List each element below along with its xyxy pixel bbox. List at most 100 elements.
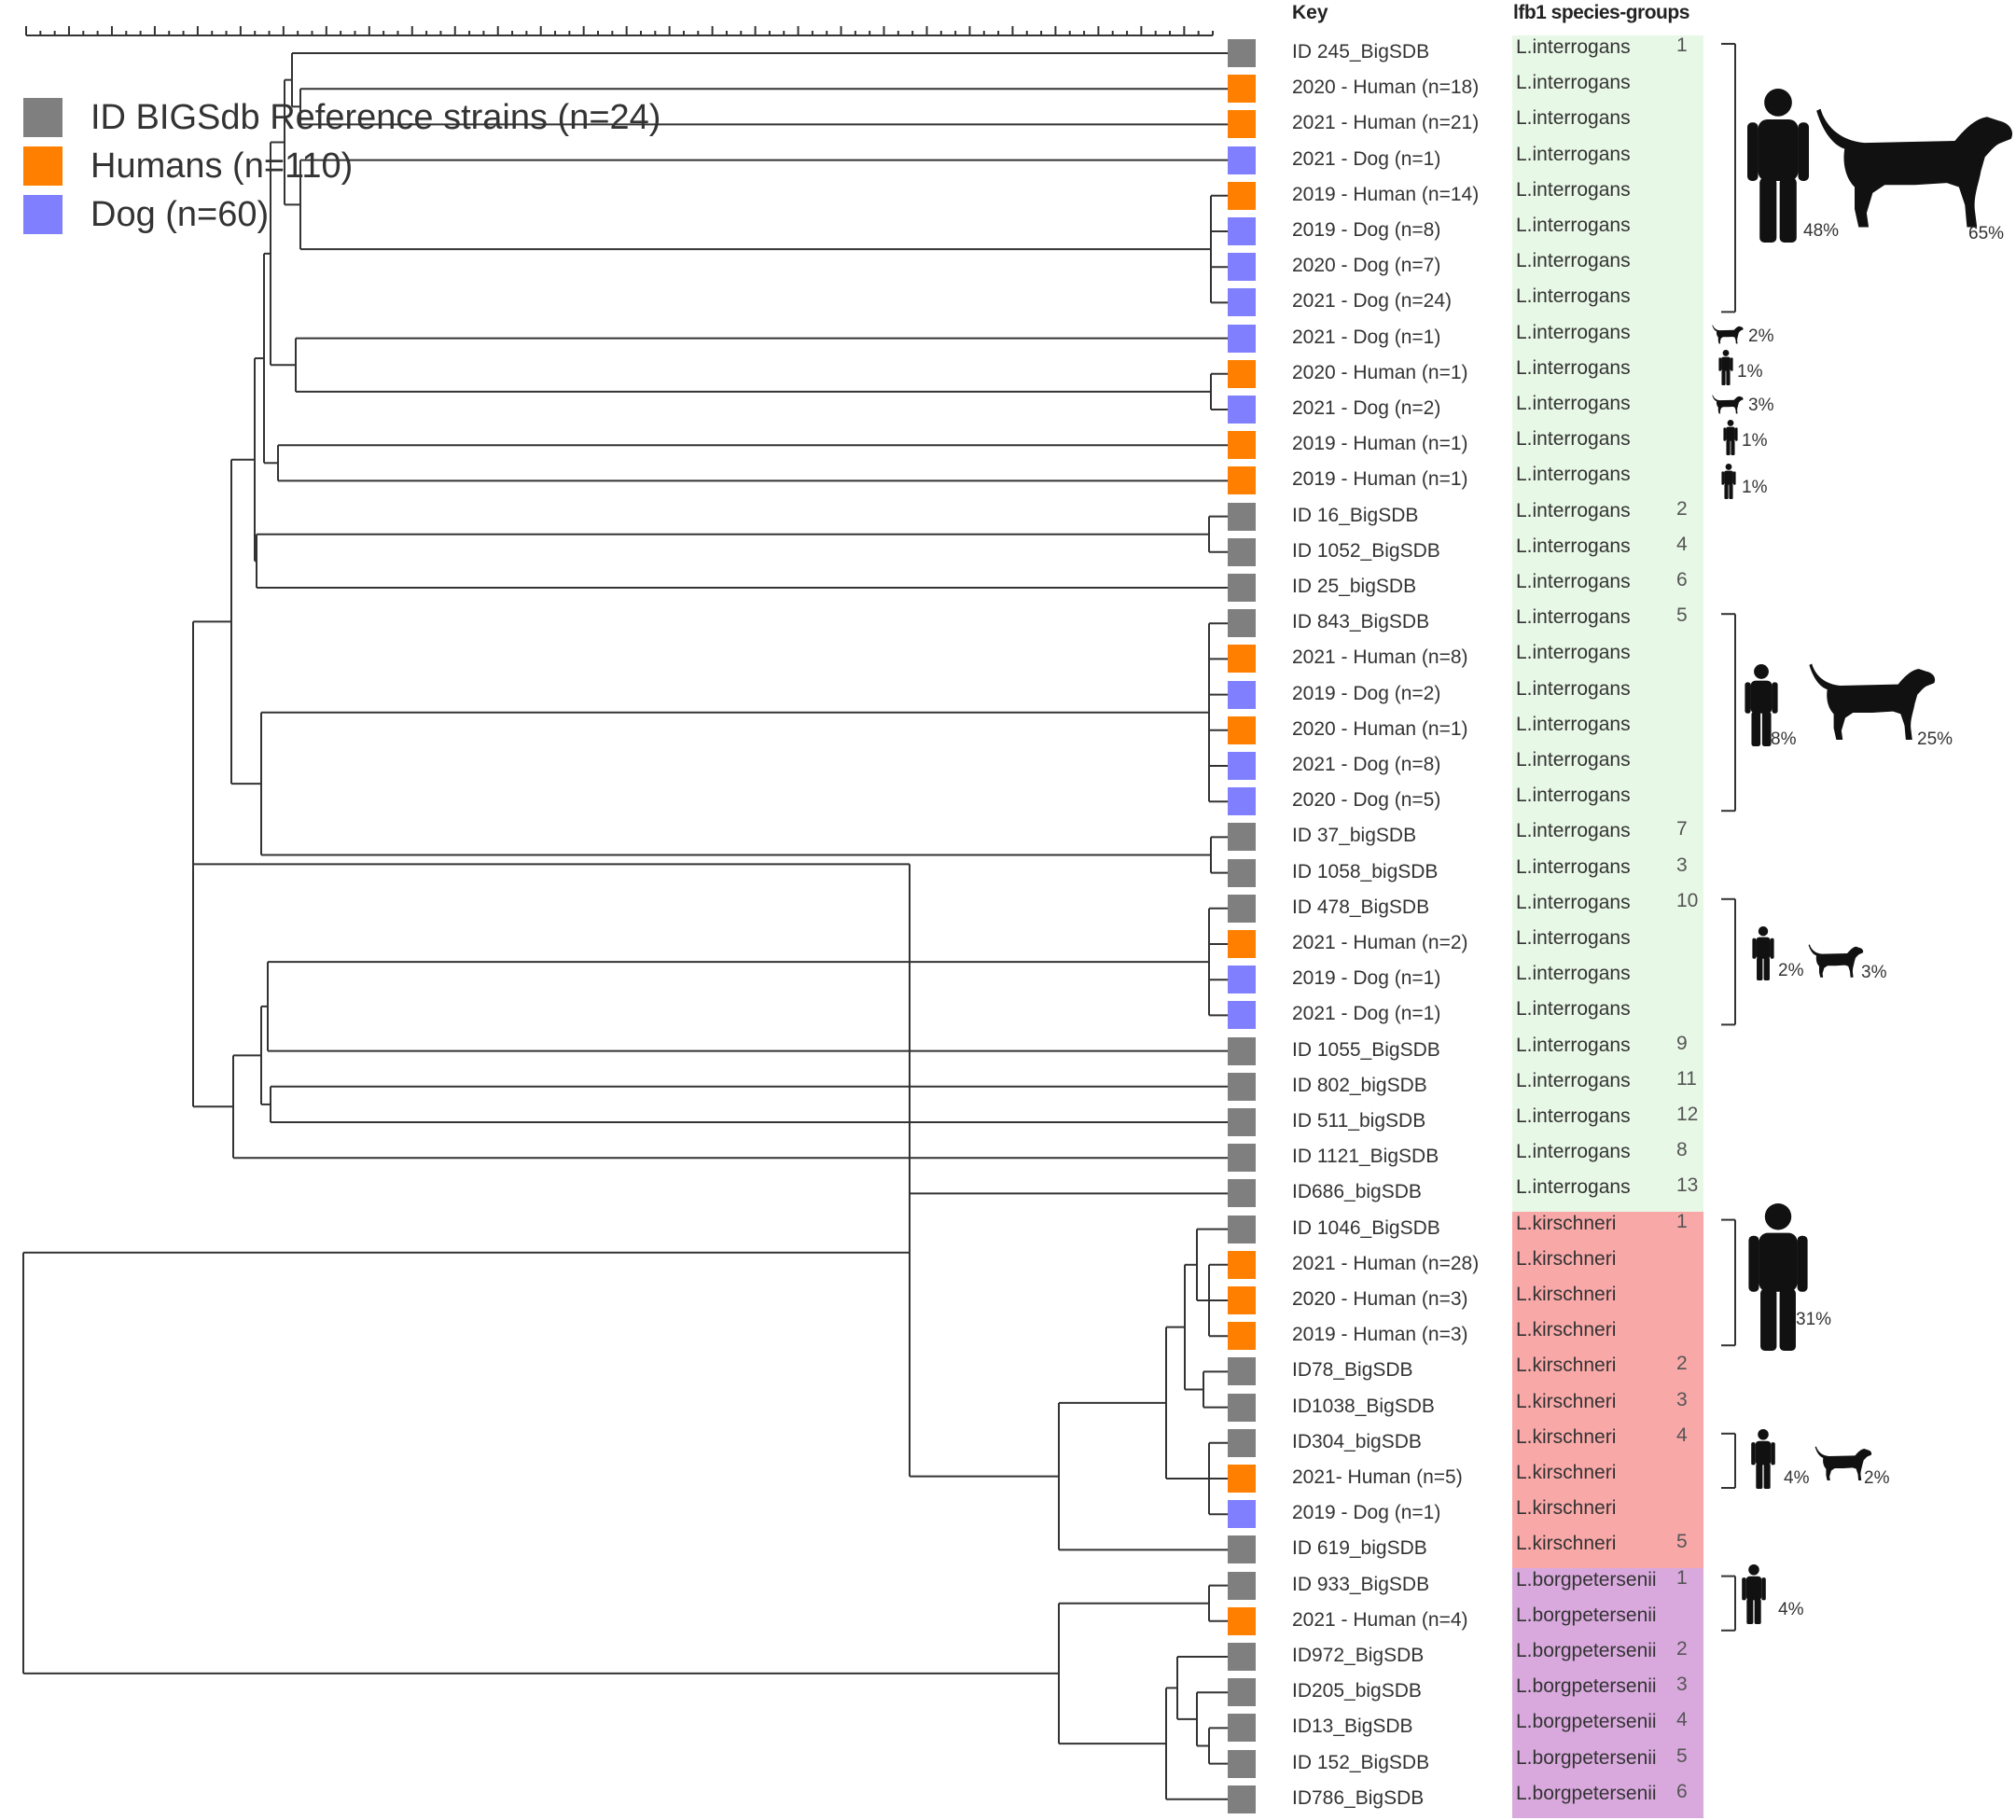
leaf-marker-reference (1228, 1678, 1256, 1707)
species-cell (1512, 890, 1703, 927)
species-label: L.borgpetersenii (1516, 1675, 1657, 1698)
human-icon (1752, 926, 1774, 980)
leaf-label: ID 933_BigSDB (1292, 1573, 1430, 1595)
species-cell (1512, 676, 1703, 714)
leaf-marker-reference (1228, 537, 1256, 566)
species-cell (1512, 463, 1703, 500)
species-label: L.kirschneri (1516, 1462, 1617, 1483)
leaf-marker-reference (1228, 1393, 1256, 1422)
species-label: L.interrogans (1516, 1069, 1631, 1091)
leaf-label: 2020 - Dog (n=5) (1292, 789, 1441, 812)
species-label: L.interrogans (1516, 677, 1631, 700)
leaf-label: ID304_bigSDB (1292, 1430, 1422, 1452)
leaf-label: 2021- Human (n=5) (1292, 1466, 1463, 1488)
leaf-marker-dog (1228, 288, 1256, 317)
leaf-marker-human (1228, 75, 1256, 104)
species-cell (1512, 1532, 1703, 1569)
legend: ID BIGSdb Reference strains (n=24) Human… (23, 93, 660, 239)
species-label: L.kirschneri (1516, 1390, 1617, 1412)
species-label: L.borgpetersenii (1516, 1711, 1657, 1733)
species-label: L.interrogans (1516, 749, 1631, 771)
human-percent: 1% (1742, 478, 1768, 497)
species-cell (1512, 1674, 1703, 1712)
leaf-marker-reference (1228, 502, 1256, 531)
species-cell (1512, 1710, 1703, 1747)
leaf-marker-reference (1228, 1571, 1256, 1600)
leaf-marker-dog (1228, 396, 1256, 424)
leaf-label: 2019 - Human (n=3) (1292, 1324, 1468, 1346)
leaf-label: ID 25_bigSDB (1292, 576, 1417, 597)
species-cell (1512, 1246, 1703, 1284)
species-group-number: 8 (1676, 1139, 1688, 1161)
species-label: L.interrogans (1516, 1141, 1631, 1163)
species-label: L.interrogans (1516, 215, 1631, 236)
species-label: L.borgpetersenii (1516, 1604, 1657, 1626)
leaf-label: ID13_BigSDB (1292, 1716, 1413, 1738)
human-icon (1748, 1203, 1808, 1351)
leaf-label: 2021 - Dog (n=1) (1292, 147, 1441, 170)
leaf-label: ID686_bigSDB (1292, 1181, 1422, 1203)
species-cell (1512, 854, 1703, 892)
leaf-label: 2021 - Human (n=28) (1292, 1252, 1480, 1274)
species-cell (1512, 1354, 1703, 1391)
leaf-label: ID 478_BigSDB (1292, 896, 1430, 918)
species-group-number: 1 (1676, 1566, 1688, 1589)
human-percent: 48% (1803, 221, 1840, 241)
human-percent: 1% (1737, 362, 1763, 382)
species-cell (1512, 71, 1703, 108)
leaf-label: ID 245_BigSDB (1292, 41, 1430, 63)
species-group-number: 1 (1676, 1210, 1688, 1232)
species-label: L.interrogans (1516, 927, 1631, 949)
species-cell (1512, 1603, 1703, 1640)
species-group-number: 6 (1676, 1780, 1688, 1802)
species-cell (1512, 35, 1703, 73)
human-icon (1721, 464, 1736, 499)
species-cell (1512, 1175, 1703, 1213)
species-group-number: 4 (1676, 1709, 1688, 1731)
leaf-marker-human (1228, 1606, 1256, 1635)
species-cell (1512, 1424, 1703, 1462)
species-label: L.interrogans (1516, 107, 1631, 130)
human-icon (1745, 664, 1778, 746)
species-cell (1512, 106, 1703, 144)
species-label: L.interrogans (1516, 285, 1631, 308)
species-group-number: 4 (1676, 1424, 1688, 1446)
species-label: L.interrogans (1516, 571, 1631, 592)
leaf-marker-human (1228, 110, 1256, 139)
leaf-marker-dog (1228, 752, 1256, 780)
species-cell (1512, 142, 1703, 179)
leaf-label: 2021 - Human (n=8) (1292, 646, 1468, 669)
species-label: L.interrogans (1516, 713, 1631, 735)
legend-label-human: Humans (n=110) (90, 146, 354, 186)
leaf-marker-human (1228, 1465, 1256, 1493)
leaf-label: ID972_BigSDB (1292, 1645, 1425, 1666)
leaf-marker-reference (1228, 609, 1256, 638)
leaf-marker-human (1228, 1250, 1256, 1279)
leaf-marker-reference (1228, 574, 1256, 602)
species-cell (1512, 1745, 1703, 1783)
species-label: L.interrogans (1516, 891, 1631, 913)
leaf-label: 2019 - Dog (n=8) (1292, 219, 1441, 241)
leaf-marker-reference (1228, 894, 1256, 923)
leaf-label: ID 511_bigSDB (1292, 1110, 1426, 1132)
leaf-label: 2021 - Dog (n=8) (1292, 754, 1441, 775)
species-cell (1512, 1104, 1703, 1142)
dog-percent: 3% (1861, 963, 1887, 982)
species-cell (1512, 391, 1703, 429)
species-group-number: 13 (1676, 1174, 1699, 1197)
species-cell (1512, 1567, 1703, 1605)
leaf-marker-reference (1228, 39, 1256, 67)
dog-percent: 25% (1917, 729, 1953, 749)
leaf-label: ID786_BigSDB (1292, 1786, 1425, 1809)
leaf-label: 2020 - Human (n=1) (1292, 361, 1468, 383)
legend-swatch-human (23, 146, 63, 186)
leaf-label: 2021 - Dog (n=1) (1292, 1003, 1441, 1025)
leaf-marker-reference (1228, 1714, 1256, 1743)
species-group-number: 7 (1676, 818, 1688, 841)
human-icon (1742, 1564, 1766, 1624)
leaf-label: 2019 - Human (n=1) (1292, 468, 1468, 491)
leaf-marker-dog (1228, 217, 1256, 245)
legend-label-dog: Dog (n=60) (90, 194, 270, 234)
legend-swatch-dog (23, 195, 63, 234)
